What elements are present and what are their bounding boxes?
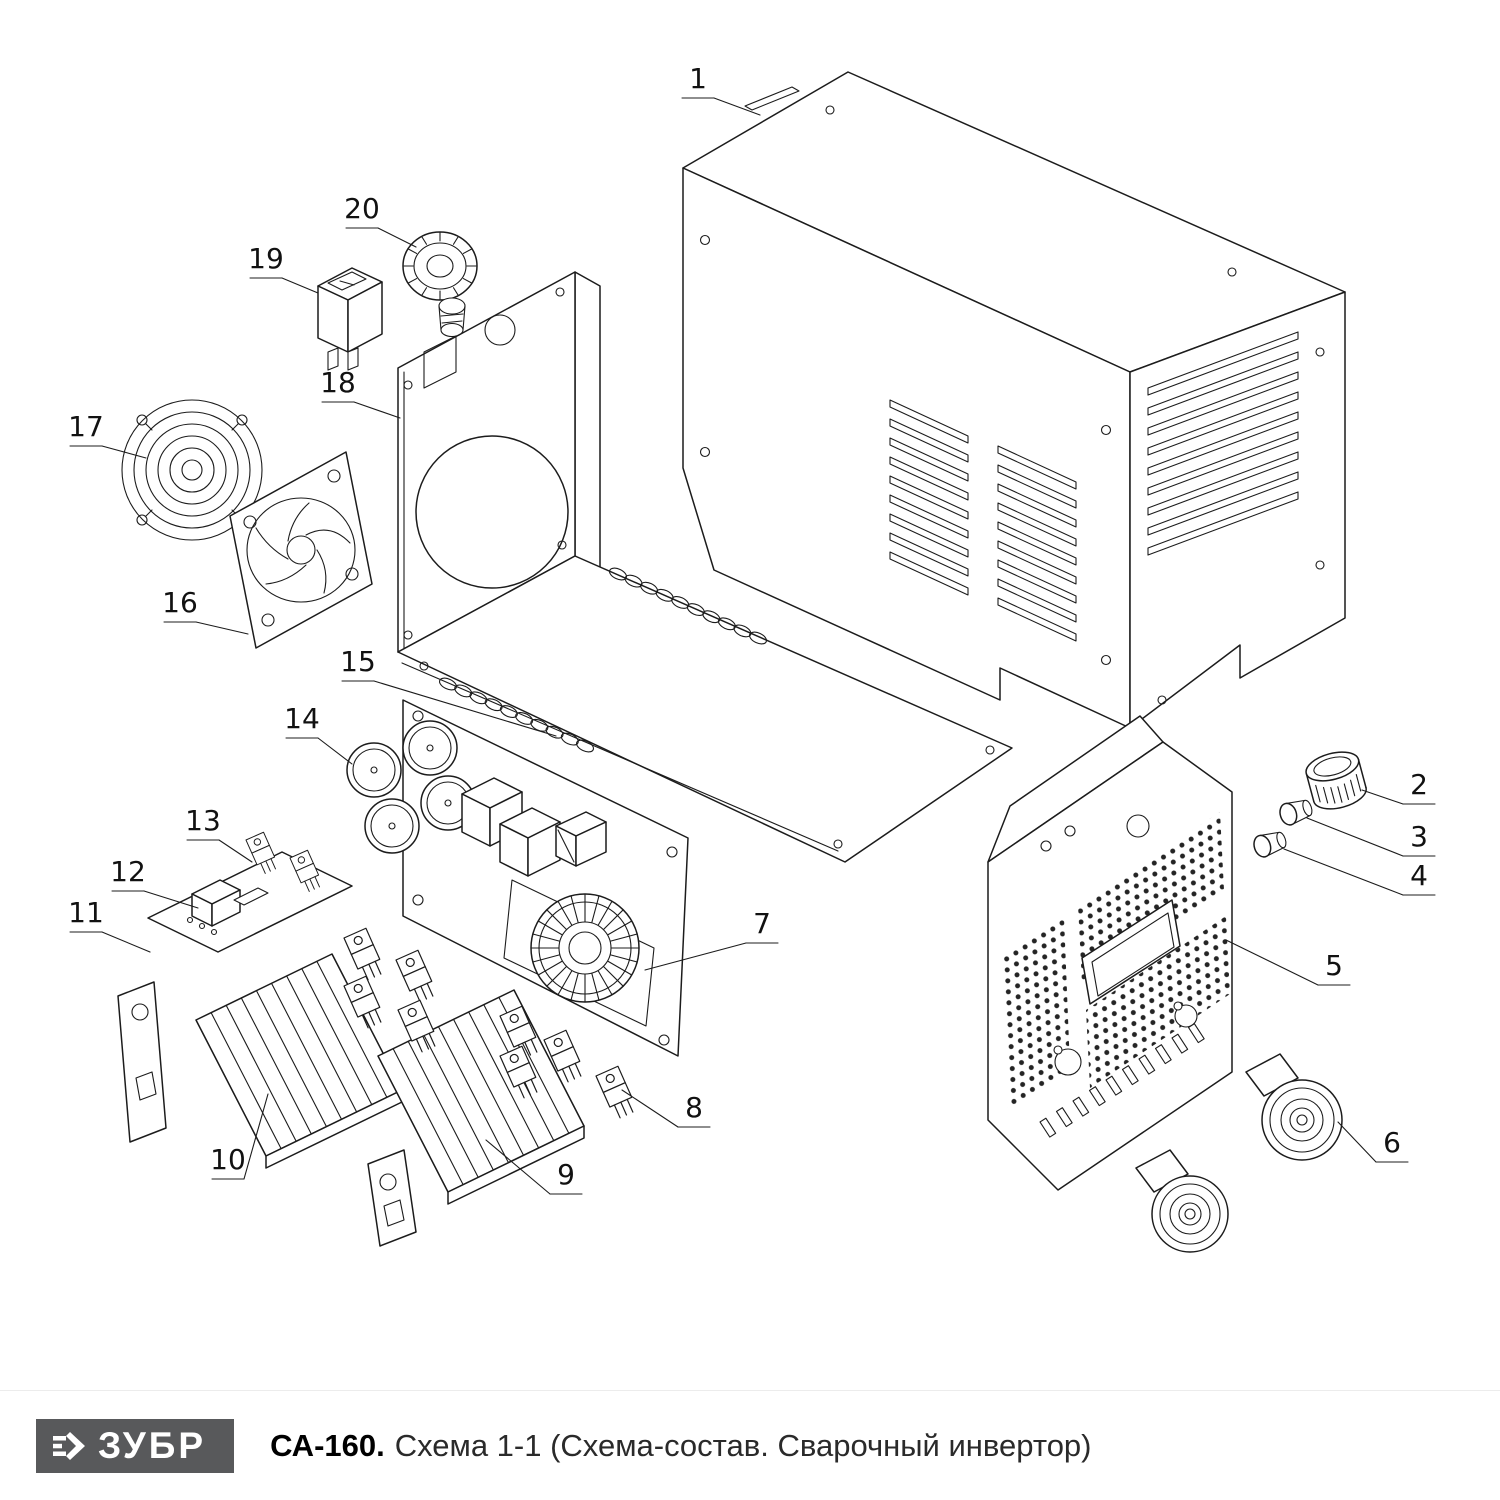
cover-louvers-right	[997, 445, 1077, 642]
part-front-panel	[987, 715, 1233, 1191]
heatsink-fins	[195, 953, 403, 1157]
callout-4: 4	[1410, 859, 1428, 892]
part-cable-gland	[402, 231, 478, 338]
callout-17: 17	[68, 410, 104, 443]
diagram-caption: СА-160.Схема 1-1 (Схема-состав. Сварочны…	[270, 1428, 1091, 1464]
callout-9: 9	[557, 1158, 575, 1191]
part-base-tray	[397, 555, 1013, 863]
part-led-lens-4	[1253, 831, 1287, 858]
part-mid-panel	[397, 271, 601, 653]
part-top-cover	[682, 71, 1346, 729]
part-heatsink-9	[377, 989, 585, 1205]
gland-ribs	[403, 231, 477, 301]
part-transformers	[461, 777, 607, 877]
callout-10: 10	[210, 1143, 246, 1176]
part-power-switch	[317, 267, 383, 371]
part-heatsink-10	[195, 953, 403, 1169]
callout-11: 11	[68, 896, 104, 929]
zubr-logo-icon	[53, 1431, 85, 1460]
callout-16: 16	[162, 586, 198, 619]
part-bracket-left	[117, 981, 167, 1143]
display-cutout	[1081, 899, 1181, 1005]
part-fan	[229, 451, 373, 649]
callout-8: 8	[685, 1091, 703, 1124]
callout-2: 2	[1410, 768, 1428, 801]
vent-holes-lower	[1086, 916, 1230, 1088]
footer: ЗУБР СА-160.Схема 1-1 (Схема-состав. Сва…	[0, 1390, 1500, 1500]
callout-5: 5	[1325, 949, 1343, 982]
callout-1: 1	[689, 62, 707, 95]
part-dinse-connector-a	[1245, 1053, 1343, 1161]
part-dinse-connector-b	[1135, 1149, 1229, 1253]
cover-louvers-left	[889, 399, 969, 596]
panel-bottom-slots	[1039, 1023, 1205, 1138]
part-capacitors	[346, 720, 476, 854]
callout-19: 19	[248, 242, 284, 275]
switch-rocker	[327, 271, 367, 291]
callout-3: 3	[1410, 820, 1428, 853]
vent-holes-left	[1002, 916, 1070, 1110]
brand-name: ЗУБР	[98, 1425, 207, 1466]
caption-title: Схема 1-1 (Схема-состав. Сварочный инвер…	[394, 1427, 1092, 1463]
brand-logo: ЗУБР	[36, 1418, 235, 1473]
part-main-pcb	[346, 699, 689, 1057]
cover-vent-slot	[744, 86, 800, 111]
model-number: СА-160.	[270, 1427, 385, 1463]
callout-20: 20	[344, 192, 380, 225]
fan-hole	[415, 435, 569, 589]
callout-18: 18	[320, 366, 356, 399]
callout-14: 14	[284, 702, 320, 735]
callout-12: 12	[110, 855, 146, 888]
callout-7: 7	[753, 907, 771, 940]
part-led-lens-3	[1279, 799, 1313, 826]
callout-13: 13	[185, 804, 221, 837]
callout-15: 15	[340, 645, 376, 678]
cover-louvers-side	[1147, 331, 1299, 556]
callout-6: 6	[1383, 1126, 1401, 1159]
tray-vent-ovals-2	[609, 567, 767, 645]
part-toroid-choke	[503, 879, 655, 1027]
part-bracket-bottom	[367, 1149, 417, 1247]
part-current-knob	[1305, 751, 1367, 810]
toroid-winding	[530, 893, 640, 1003]
tray-vent-ovals	[439, 677, 594, 753]
part-relay	[191, 879, 241, 927]
